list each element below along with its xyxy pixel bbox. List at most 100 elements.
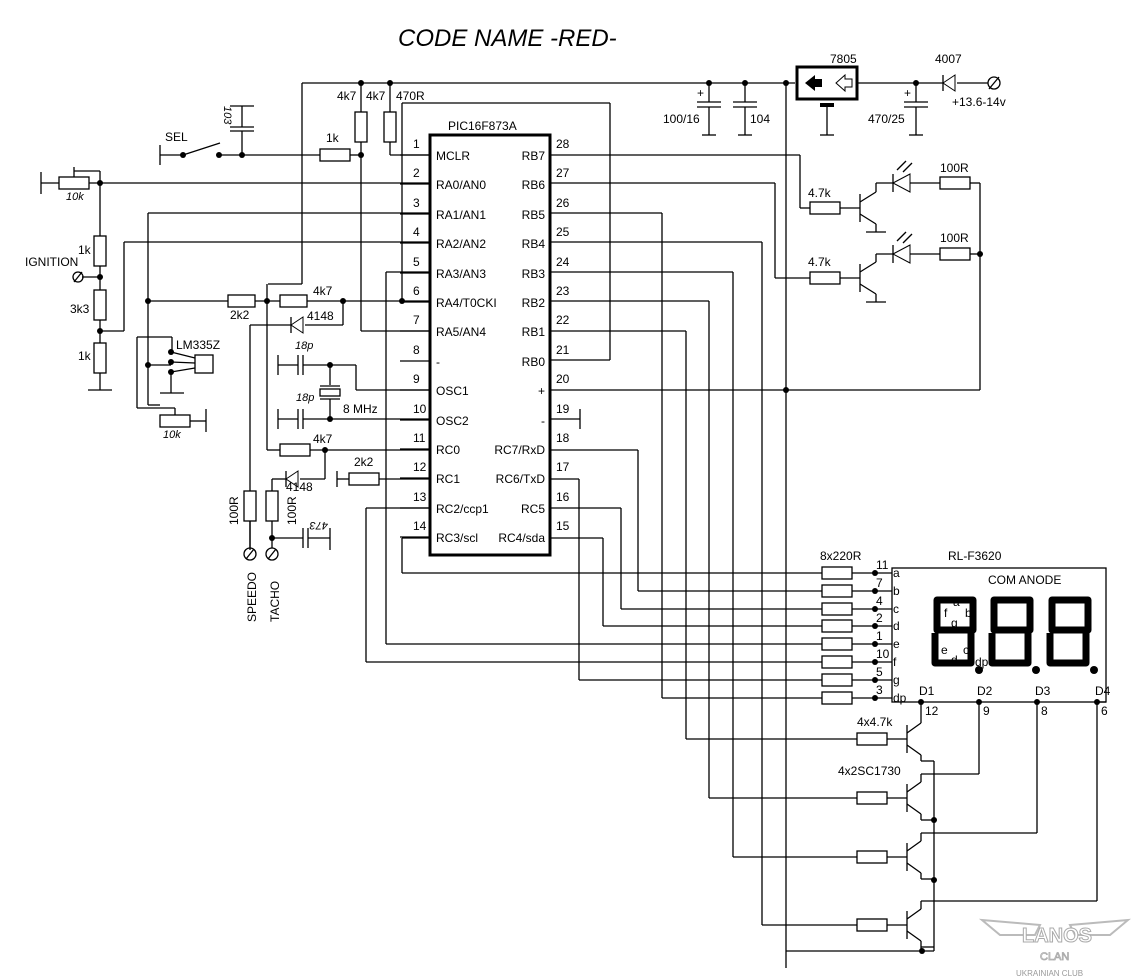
- ignition-terminal[interactable]: [72, 271, 84, 283]
- r-2k2b-label: 2k2: [354, 455, 374, 469]
- mcu-pin-name: RA0/AN0: [436, 178, 486, 192]
- seg-letter-g: g: [951, 616, 958, 630]
- mcu-pin-number: 14: [413, 519, 427, 533]
- mcu-pin-number: 15: [556, 519, 570, 533]
- led-indicators: 4.7k 4.7k 100R 100R: [808, 160, 983, 390]
- mcu-pin-name: RB3: [522, 267, 546, 281]
- segment-pin-letter: g: [893, 673, 900, 687]
- r-ign2-label: 3k3: [70, 302, 90, 316]
- mcu-pin-number: 26: [556, 196, 570, 210]
- sel-switch[interactable]: [182, 142, 221, 156]
- mcu-pin-name: OSC1: [436, 384, 469, 398]
- digit-resistors-label: 4x4.7k: [857, 715, 893, 729]
- mcu-pin-number: 21: [556, 343, 570, 357]
- mcu-pin-name: RA3/AN3: [436, 267, 486, 281]
- mcu-pin-number: 17: [556, 460, 570, 474]
- digit-pin-number: 12: [925, 704, 939, 718]
- speedo-label: SPEEDO: [245, 572, 259, 622]
- cap-473-label: 473: [309, 519, 328, 531]
- ignition-label: IGNITION: [25, 255, 78, 269]
- r-4k7b-label: 4k7: [313, 432, 333, 446]
- segment-pin-letter: c: [893, 602, 899, 616]
- led-light-arrow-icon: [896, 160, 907, 171]
- mcu: PIC16F873A 1MCLR2RA0/AN03RA1/AN14RA2/AN2…: [400, 119, 570, 557]
- mcu-pin-number: 7: [413, 313, 420, 327]
- mcu-pin-name: RB5: [522, 208, 546, 222]
- cap-470-25-label: 470/25: [868, 112, 905, 126]
- diode-4007-label: 4007: [935, 52, 962, 66]
- led-icon: [891, 244, 911, 264]
- seg-letter-dp: dp: [975, 655, 989, 669]
- sel-label: SEL: [165, 130, 188, 144]
- mcu-pin-number: 11: [413, 431, 426, 445]
- seg-letter-c: c: [963, 643, 969, 657]
- segment-resistor-dp: [821, 691, 853, 705]
- decimal-point: [975, 666, 983, 674]
- mcu-routing: [365, 103, 980, 925]
- mcu-pin-name: RB0: [522, 355, 546, 369]
- digit-base-resistor: [856, 732, 888, 746]
- diode-4148-a-icon: [290, 316, 304, 334]
- led-base-resistor: [809, 201, 841, 215]
- mcu-pin-name: RA4/T0CKI: [436, 296, 497, 310]
- pot-10k-top[interactable]: [58, 176, 90, 190]
- speedo-terminal[interactable]: [243, 547, 257, 561]
- mcu-pin-name: RC2/ccp1: [436, 502, 489, 516]
- digit-drivers: 4x4.7k 4x2SC1730: [686, 701, 1106, 954]
- tacho-label: TACHO: [268, 581, 282, 622]
- power-input-label: +13.6-14v: [952, 95, 1006, 109]
- diode-b-label: 4148: [286, 480, 313, 494]
- mcu-pin-name: -: [436, 355, 440, 369]
- resistor-100r-tacho: [265, 490, 279, 522]
- r-speedo-label: 100R: [227, 496, 241, 525]
- segment-pin-number: 7: [876, 576, 883, 590]
- pot-10k-bottom[interactable]: [159, 414, 191, 428]
- display-name: RL-F3620: [948, 549, 1002, 563]
- mcu-pin-number: 20: [556, 372, 570, 386]
- r-2k2a-label: 2k2: [230, 308, 250, 322]
- segment-pin-letter: a: [893, 566, 900, 580]
- cap-104-label: 104: [750, 112, 770, 126]
- power-input-terminal[interactable]: [987, 76, 1001, 90]
- led-base-resistor: [809, 271, 841, 285]
- mcu-pin-name: RA5/AN4: [436, 325, 486, 339]
- display-rl-f3620: [891, 567, 1107, 703]
- pot-top-label: 10k: [66, 191, 84, 203]
- cap-18p-2-label: 18p: [296, 392, 314, 404]
- segment-resistor-e: [821, 637, 853, 651]
- mcu-pin-number: 24: [556, 255, 570, 269]
- svg-text:+: +: [697, 86, 704, 100]
- digit-pin-number: 9: [983, 704, 990, 718]
- led-base2-label: 4.7k: [808, 255, 832, 269]
- mcu-pin-name: -: [541, 414, 545, 428]
- mcu-pin-number: 10: [413, 402, 427, 416]
- power-section: 7805 + 100/16 104 + 470/25: [302, 52, 1006, 968]
- resistor-4k7-pullup2: [383, 111, 397, 143]
- r-tacho-label: 100R: [285, 496, 299, 525]
- resistor-2k2-b: [348, 472, 380, 486]
- mcu-pin-number: 13: [413, 490, 427, 504]
- mcu-pin-name: RC6/TxD: [496, 472, 546, 486]
- pot-bottom-label: 10k: [163, 429, 181, 441]
- resistor-1k-ign3: [93, 342, 107, 374]
- led-icon: [891, 173, 911, 193]
- segment-pin-number: 3: [876, 683, 883, 697]
- tacho-terminal[interactable]: [265, 547, 279, 561]
- svg-text:+: +: [904, 86, 911, 100]
- mcu-pin-name: +: [538, 384, 545, 398]
- seven-seg-digit-1: [931, 596, 977, 667]
- mcu-body: [428, 133, 552, 557]
- display-type: COM ANODE: [988, 573, 1061, 587]
- regulator-label: 7805: [830, 52, 857, 66]
- mcu-pin-name: RA1/AN1: [436, 208, 486, 222]
- seg-resistors-label: 8x220R: [820, 549, 862, 563]
- r-ign3-label: 1k: [78, 349, 92, 363]
- logo-sub: CLAN: [1040, 951, 1069, 963]
- mcu-pin-number: 8: [413, 343, 420, 357]
- r-mclr-label: 470R: [396, 89, 425, 103]
- sensor-lm335z: [194, 354, 214, 374]
- digit-label: D2: [977, 684, 993, 698]
- led-base1-label: 4.7k: [808, 186, 832, 200]
- seg-letter-b: b: [965, 606, 972, 620]
- mcu-pin-name: RC7/RxD: [494, 443, 545, 457]
